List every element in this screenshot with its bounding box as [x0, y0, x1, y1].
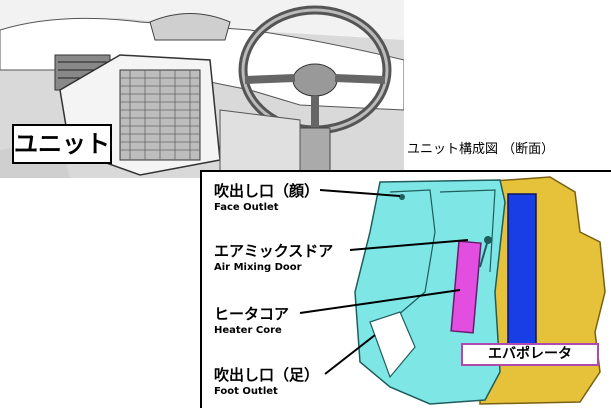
- dashboard-photo: ユニット: [0, 0, 404, 178]
- label-air-mixing-door-en: Air Mixing Door: [214, 262, 302, 273]
- evaporator: [507, 193, 537, 355]
- label-air-mixing-door: エアミックスドア Air Mixing Door: [214, 242, 333, 276]
- unit-housing: [354, 179, 506, 405]
- label-foot-outlet: 吹出し口（足） Foot Outlet: [214, 366, 319, 400]
- evaporator-label: エバポレータ: [461, 343, 599, 366]
- unit-label: ユニット: [12, 124, 112, 164]
- label-heater-core-en: Heater Core: [214, 325, 282, 336]
- label-face-outlet: 吹出し口（顔） Face Outlet: [214, 182, 319, 216]
- label-heater-core: ヒータコア Heater Core: [214, 305, 289, 339]
- label-face-outlet-en: Face Outlet: [214, 202, 279, 213]
- label-face-outlet-jp: 吹出し口（顔）: [214, 182, 320, 200]
- label-air-mixing-door-jp: エアミックスドア: [214, 242, 334, 260]
- label-heater-core-jp: ヒータコア: [214, 305, 290, 323]
- label-foot-outlet-jp: 吹出し口（足）: [214, 366, 320, 384]
- diagram-caption: ユニット構成図 （断面）: [407, 142, 555, 157]
- hvac-cross-section: [354, 176, 606, 405]
- label-foot-outlet-en: Foot Outlet: [214, 386, 278, 397]
